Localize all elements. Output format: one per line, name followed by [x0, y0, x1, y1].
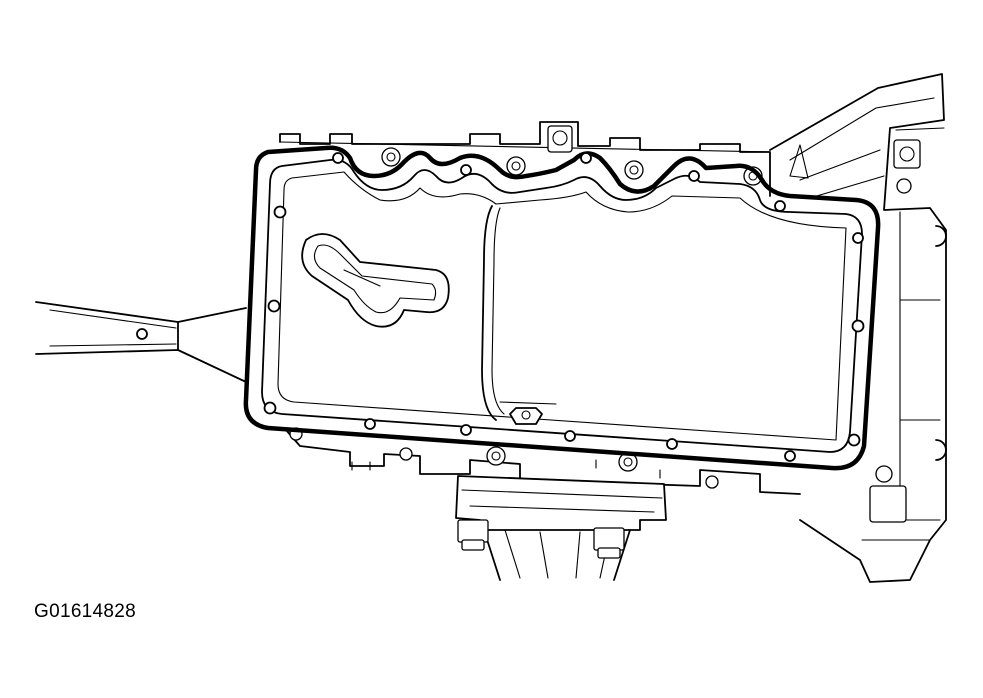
engine-block-right [769, 73, 947, 583]
block-upper-flange [279, 121, 771, 197]
oil-pan-gasket [243, 145, 881, 471]
oil-pan [261, 152, 865, 462]
figure-id-label: G01614828 [34, 601, 137, 622]
lower-bracket [455, 475, 667, 581]
pry-tool [35, 301, 247, 383]
block-lower-edge [285, 427, 801, 495]
